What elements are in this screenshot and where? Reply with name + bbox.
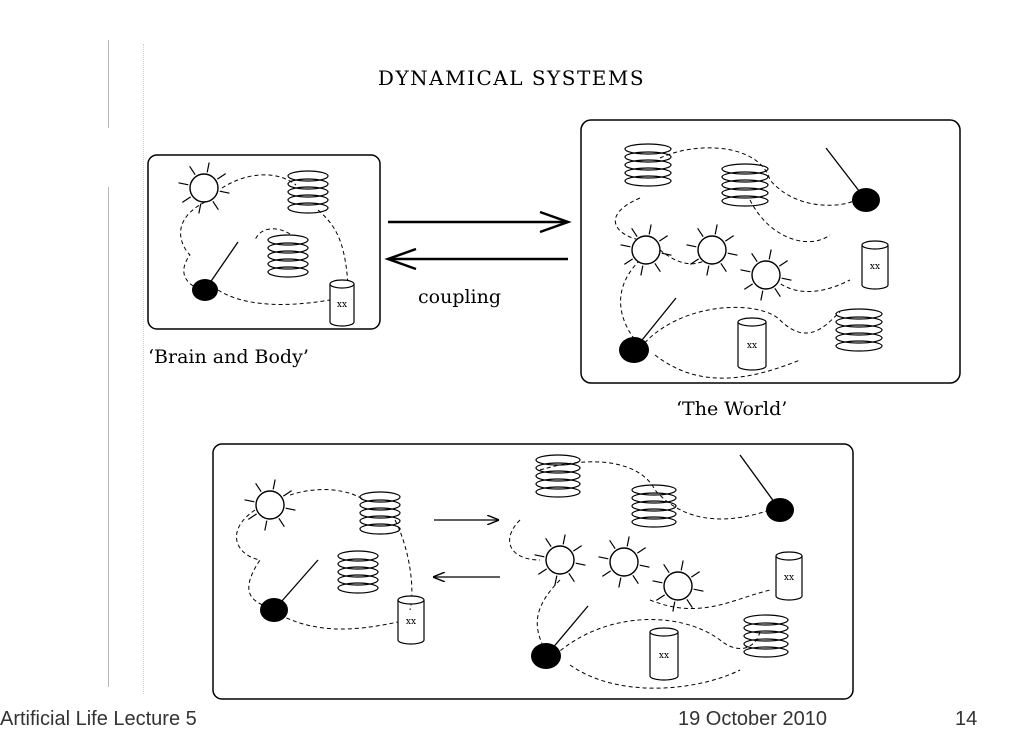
figure-title: DYNAMICAL SYSTEMS: [377, 66, 646, 90]
cylinder-component: xx: [861, 240, 889, 290]
pendulum-component: [531, 605, 589, 669]
cylinder-component: xx: [397, 595, 425, 645]
world-box: [580, 119, 961, 384]
pendulum-component: [192, 241, 239, 301]
cylinder-component: xx: [775, 551, 803, 601]
sun-component: [620, 224, 672, 276]
svg-text:xx: xx: [406, 617, 416, 627]
sun-component: [686, 224, 738, 276]
slide-edge-line: [108, 40, 109, 128]
spring-component: [337, 550, 379, 594]
figure-edge: [143, 44, 145, 694]
spring-component: [359, 491, 401, 535]
pendulum-component: [260, 559, 319, 622]
sun-component: [652, 560, 704, 612]
sun-component: [178, 162, 230, 214]
spring-component: [631, 484, 677, 528]
footer-page-number: 14: [955, 708, 978, 730]
spring-component: [743, 614, 789, 658]
brain-body-box: [147, 154, 381, 330]
sun-component: [244, 479, 296, 531]
sun-component: [740, 249, 792, 301]
combined-links: [236, 461, 771, 689]
cylinder-component: xx: [329, 279, 355, 327]
spring-component: [835, 308, 883, 352]
svg-text:xx: xx: [747, 341, 757, 351]
world-label: ‘The World’: [676, 398, 788, 420]
footer-course: Artificial Life Lecture 5: [0, 708, 197, 730]
cylinder-component: xx: [649, 627, 679, 681]
sun-component: [598, 536, 650, 588]
arrow-to-body-head: [384, 247, 417, 271]
world-links: [615, 147, 856, 379]
svg-text:xx: xx: [659, 651, 669, 661]
svg-text:xx: xx: [337, 300, 347, 310]
spring-component: [287, 170, 329, 214]
spring-component: [267, 234, 309, 278]
brain-body-label: ‘Brain and Body’: [148, 346, 309, 368]
coupling-label: coupling: [418, 286, 502, 308]
sun-component: [534, 534, 586, 586]
svg-text:xx: xx: [870, 262, 880, 272]
cylinder-component: xx: [737, 317, 767, 371]
spring-component: [535, 454, 581, 498]
combined-box: [212, 443, 854, 700]
slide-edge-line: [108, 187, 109, 687]
spring-component: [624, 143, 672, 187]
spring-component: [721, 163, 769, 207]
arrow-to-world-head: [539, 210, 572, 234]
pendulum-component: [739, 454, 794, 522]
footer-date: 19 October 2010: [678, 708, 827, 730]
pendulum-component: [825, 147, 880, 212]
pendulum-component: [619, 297, 677, 363]
svg-text:xx: xx: [784, 573, 794, 583]
